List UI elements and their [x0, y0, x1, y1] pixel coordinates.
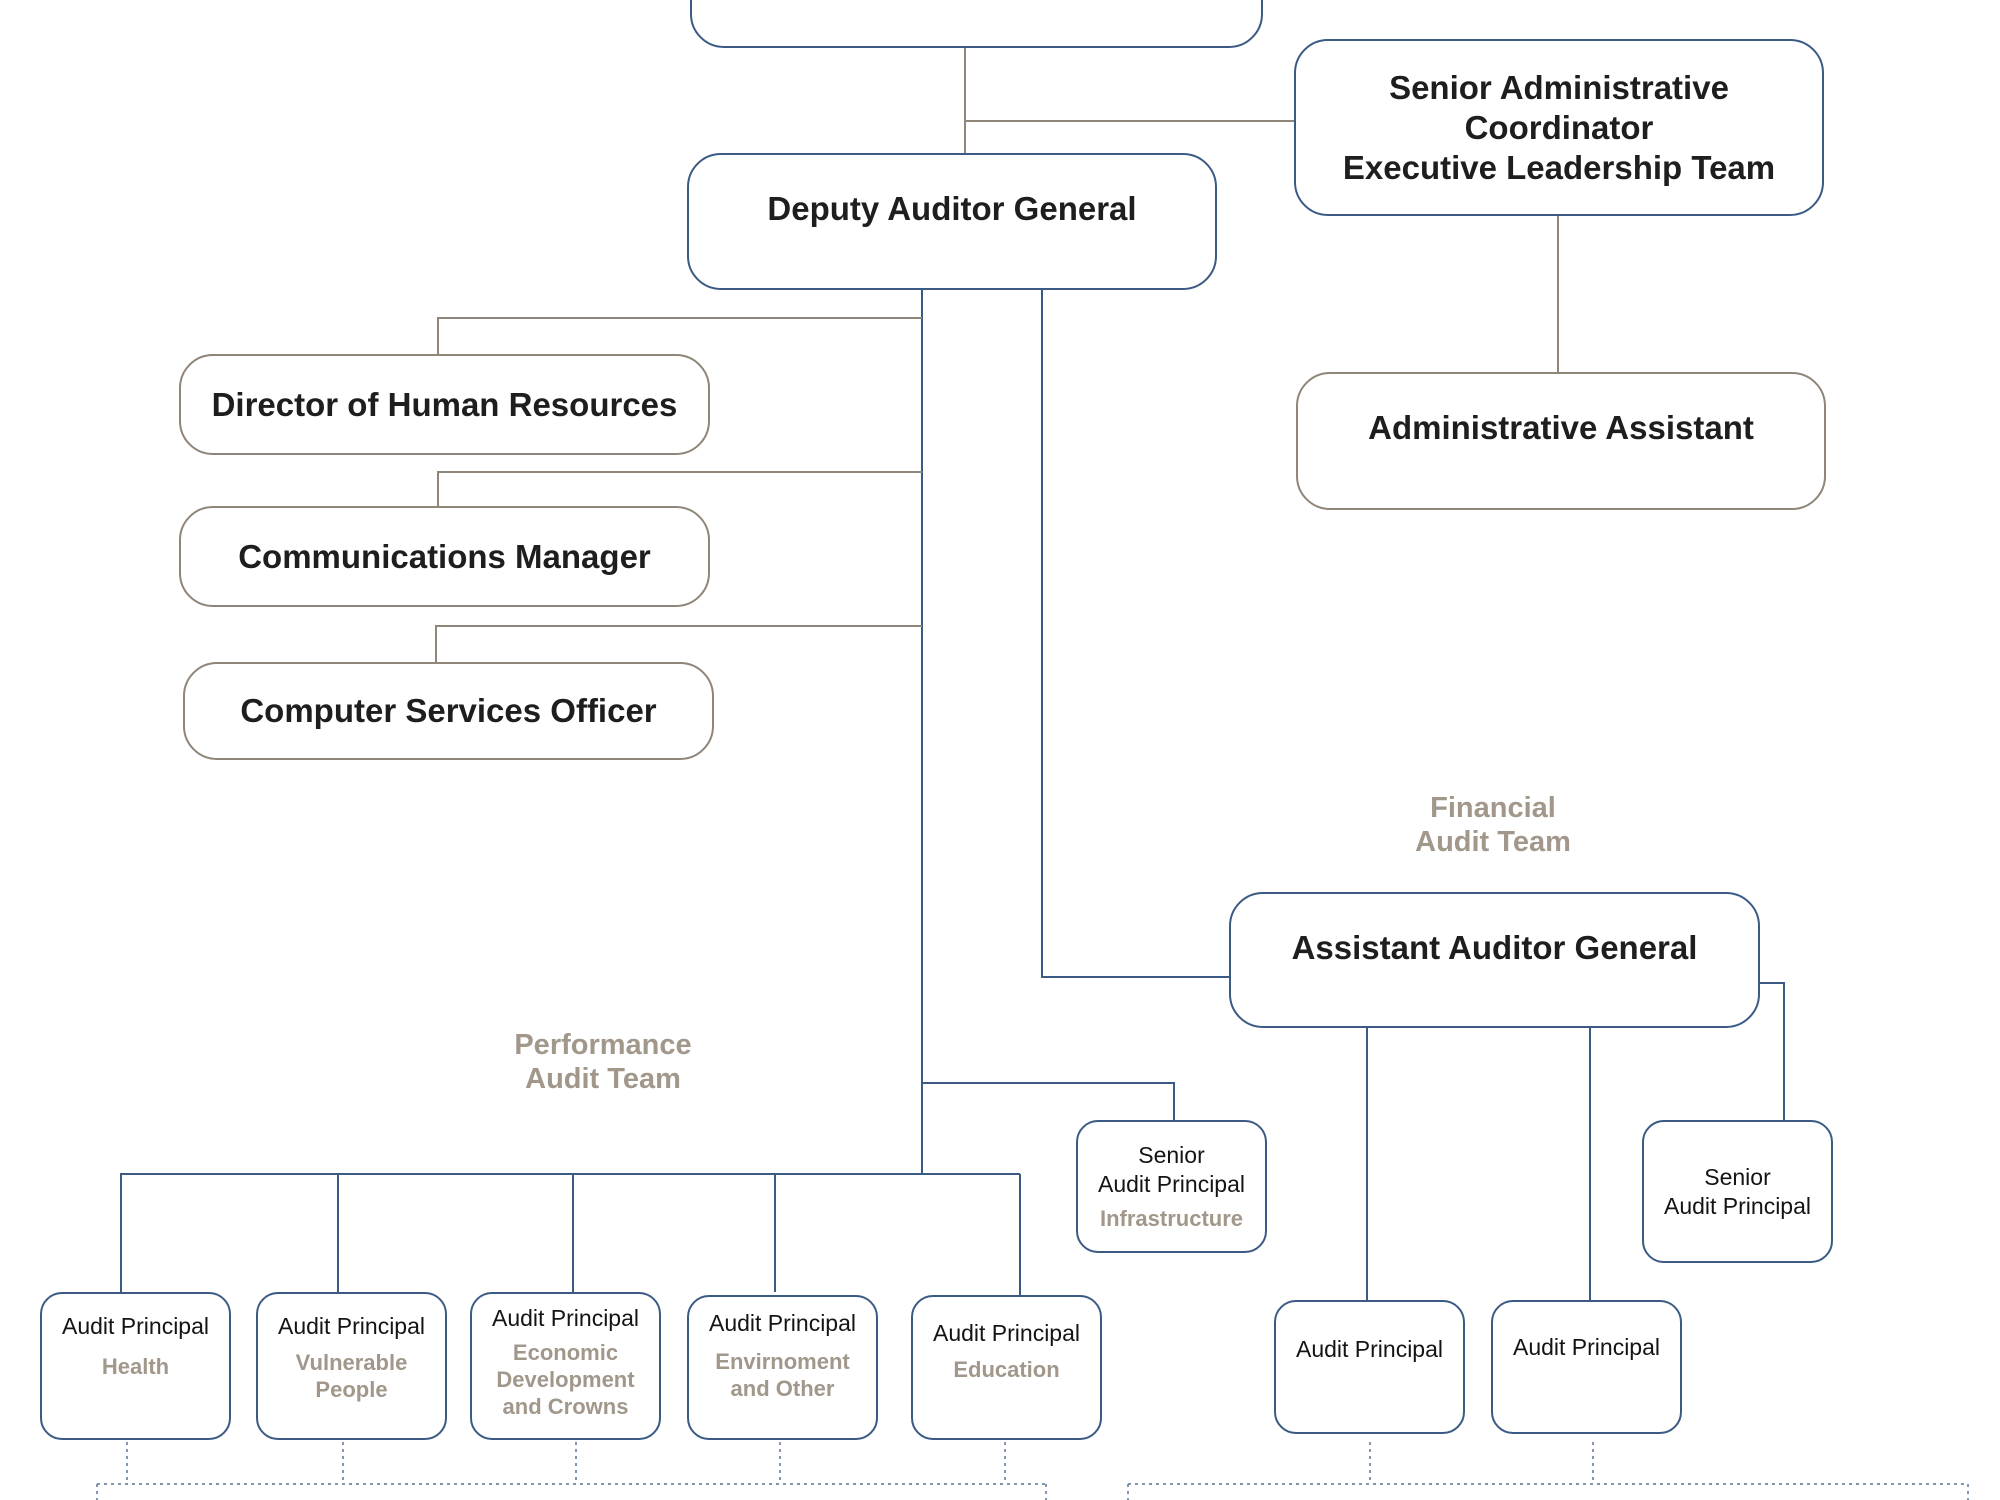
- audit-principal-label: Audit Principal: [1512, 1334, 1661, 1360]
- audit-principal-label: Audit Principal: [708, 1310, 857, 1336]
- financial-team-line-1: Financial: [1430, 792, 1556, 824]
- admin-coordinator-line-3: Executive Leadership Team: [1342, 148, 1776, 186]
- senior-audit-principal-line-1: Senior: [1704, 1163, 1771, 1190]
- economic-line-3: and Crowns: [502, 1394, 629, 1419]
- communications-manager-box: Communications Manager: [179, 506, 710, 607]
- audit-principal-label: Audit Principal: [491, 1305, 640, 1331]
- vulnerable-line-2: People: [315, 1377, 388, 1402]
- communications-manager-label: Communications Manager: [238, 537, 651, 575]
- audit-principal-financial-2-box: Audit Principal: [1491, 1300, 1682, 1434]
- economic-line-2: Development: [496, 1367, 635, 1392]
- senior-audit-principal-financial-box: Senior Audit Principal: [1642, 1120, 1833, 1263]
- audit-principal-label: Audit Principal: [1295, 1336, 1444, 1362]
- vulnerable-line-1: Vulnerable: [295, 1350, 408, 1375]
- economic-line-1: Economic: [512, 1340, 619, 1365]
- administrative-assistant-box: Administrative Assistant: [1296, 372, 1826, 510]
- hr-director-label: Director of Human Resources: [211, 385, 678, 423]
- senior-audit-principal-infrastructure-box: Senior Audit Principal Infrastructure: [1076, 1120, 1267, 1253]
- connector: [1759, 982, 1785, 1120]
- environment-line-1: Envirnoment: [715, 1349, 850, 1374]
- top-box: [690, 0, 1263, 48]
- senior-audit-principal-line-2: Audit Principal: [1097, 1171, 1246, 1197]
- audit-principal-label: Audit Principal: [932, 1320, 1081, 1346]
- computer-services-box: Computer Services Officer: [183, 662, 714, 760]
- audit-principal-health-box: Audit Principal Health: [40, 1292, 231, 1440]
- audit-principal-label: Audit Principal: [277, 1313, 426, 1339]
- connector: [437, 471, 922, 506]
- performance-team-line-2: Audit Team: [525, 1063, 681, 1095]
- audit-principal-label: Audit Principal: [61, 1313, 210, 1339]
- administrative-assistant-label: Administrative Assistant: [1368, 409, 1754, 446]
- health-label: Health: [101, 1354, 170, 1379]
- hr-director-box: Director of Human Resources: [179, 354, 710, 455]
- audit-principal-education-box: Audit Principal Education: [911, 1295, 1102, 1440]
- audit-principal-vulnerable-box: Audit Principal Vulnerable People: [256, 1292, 447, 1440]
- education-label: Education: [953, 1357, 1060, 1382]
- admin-coordinator-line-1: Senior Administrative: [1389, 68, 1729, 106]
- deputy-auditor-general-box: Deputy Auditor General: [687, 153, 1217, 290]
- performance-team-line-1: Performance: [514, 1029, 692, 1061]
- financial-team-line-2: Audit Team: [1415, 826, 1571, 858]
- admin-coordinator-line-2: Coordinator: [1464, 108, 1654, 146]
- computer-services-label: Computer Services Officer: [240, 692, 657, 729]
- senior-audit-principal-line-1: Senior: [1138, 1142, 1205, 1168]
- environment-line-2: and Other: [730, 1376, 835, 1401]
- connector: [437, 317, 922, 354]
- financial-team-label: Financial Audit Team: [1340, 791, 1646, 859]
- connector: [1041, 290, 1229, 978]
- audit-principal-economic-box: Audit Principal Economic Development and…: [470, 1292, 661, 1440]
- assistant-auditor-general-label: Assistant Auditor General: [1291, 929, 1698, 966]
- audit-principal-financial-1-box: Audit Principal: [1274, 1300, 1465, 1434]
- assistant-auditor-general-box: Assistant Auditor General: [1229, 892, 1760, 1028]
- admin-coordinator-box: Senior Administrative Coordinator Execut…: [1294, 39, 1824, 216]
- performance-team-label: Performance Audit Team: [450, 1028, 756, 1096]
- audit-principal-environment-box: Audit Principal Envirnoment and Other: [687, 1295, 878, 1440]
- connector: [435, 625, 922, 662]
- infrastructure-label: Infrastructure: [1099, 1206, 1244, 1231]
- deputy-auditor-general-label: Deputy Auditor General: [767, 190, 1137, 227]
- connector: [922, 1082, 1175, 1120]
- senior-audit-principal-line-2: Audit Principal: [1663, 1192, 1812, 1219]
